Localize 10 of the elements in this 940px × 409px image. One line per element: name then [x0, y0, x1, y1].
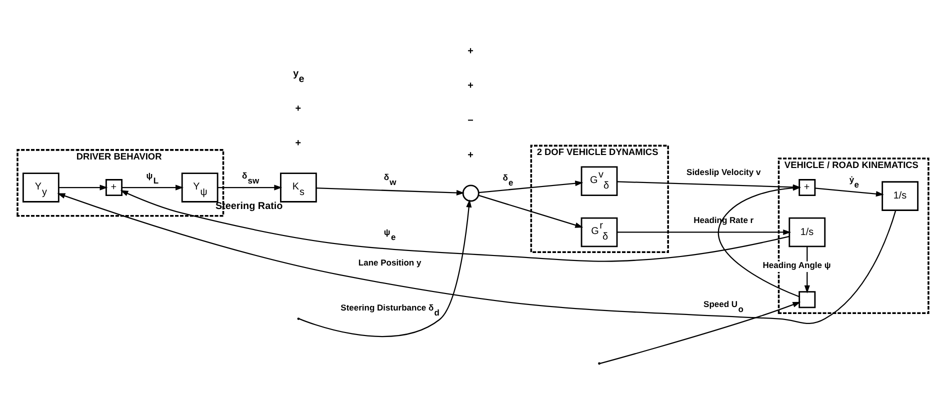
- edge-label: Heading Angle ψ: [762, 260, 830, 270]
- label: +: [294, 138, 301, 149]
- label: +: [467, 80, 473, 92]
- edge-label: Sideslip Velocity v: [686, 166, 760, 176]
- label: +: [467, 150, 473, 161]
- edge-label: Lane Position y: [358, 257, 421, 268]
- label: −: [467, 114, 473, 126]
- label: +: [294, 102, 301, 114]
- label: +: [467, 45, 473, 56]
- node-label: Steering Ratio: [214, 200, 282, 212]
